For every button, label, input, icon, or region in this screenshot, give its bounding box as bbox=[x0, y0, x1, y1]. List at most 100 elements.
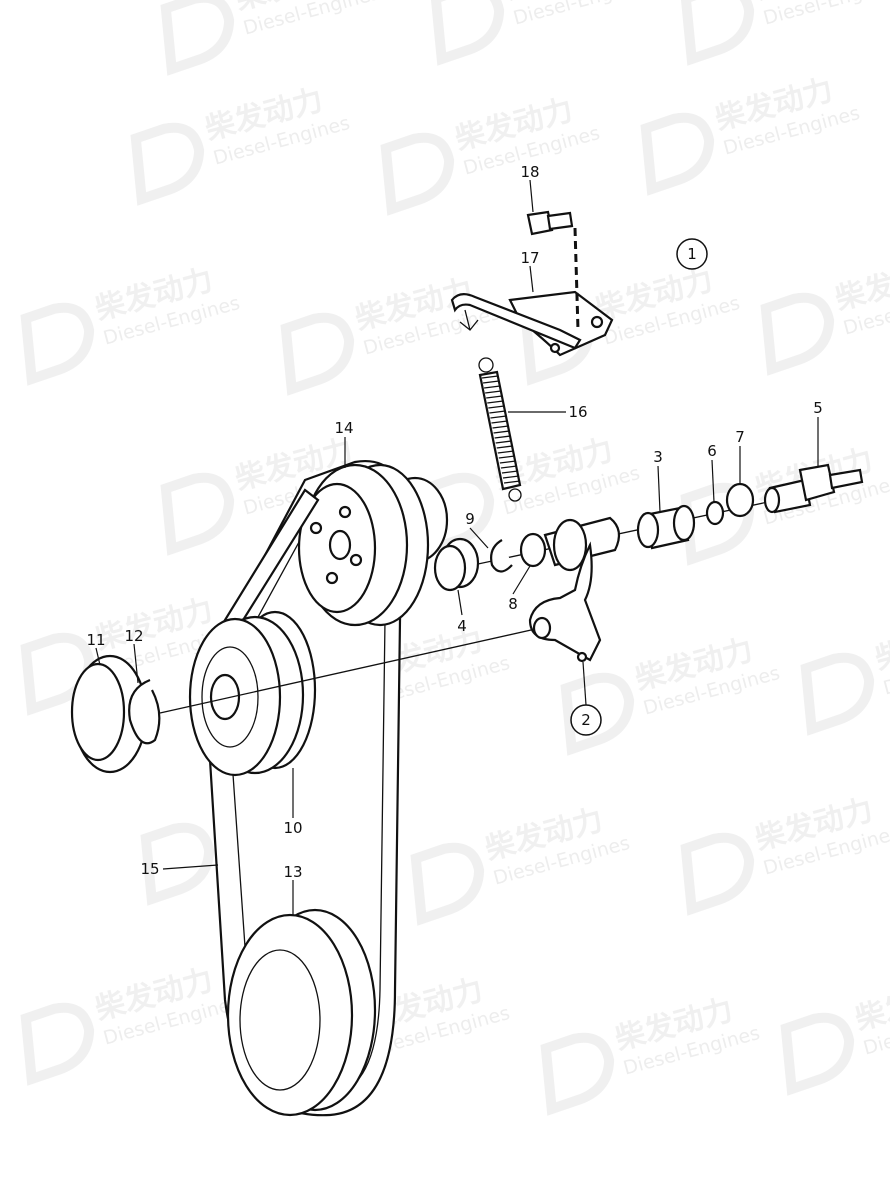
watermark-logo-icon bbox=[280, 312, 355, 396]
axis-line-lower bbox=[159, 627, 541, 714]
spring-coil bbox=[481, 375, 499, 379]
watermark-logo-icon bbox=[420, 472, 495, 556]
ring-7 bbox=[725, 482, 755, 518]
callout-circle-1 bbox=[676, 238, 708, 270]
watermark-cn: 柴发动力 bbox=[852, 973, 890, 1038]
spring-coil bbox=[501, 470, 519, 474]
watermark-logo-icon bbox=[20, 302, 95, 386]
watermark-logo-icon bbox=[160, 0, 235, 76]
watermark-logo-icon bbox=[560, 672, 635, 756]
callout-8: 8 bbox=[508, 595, 518, 613]
callout-6: 6 bbox=[707, 442, 717, 460]
callout-15: 15 bbox=[140, 860, 159, 878]
watermark-logo-icon bbox=[800, 652, 875, 736]
callout-9: 9 bbox=[465, 510, 475, 528]
watermark-logo-icon bbox=[380, 132, 455, 216]
callout-2: 2 bbox=[581, 711, 591, 729]
callout-14: 14 bbox=[334, 419, 353, 437]
leader-lines bbox=[95, 179, 819, 915]
washer-8 bbox=[519, 532, 547, 568]
spring-coil bbox=[492, 425, 509, 429]
spring-coil bbox=[498, 455, 515, 459]
pulley-10 bbox=[188, 610, 317, 777]
spring-coil bbox=[496, 445, 513, 449]
callout-17: 17 bbox=[520, 249, 539, 267]
callout-16: 16 bbox=[568, 403, 587, 421]
spring-coil bbox=[493, 430, 510, 434]
callout-circle-2 bbox=[570, 704, 602, 736]
spring-coil bbox=[497, 450, 514, 454]
washer-6 bbox=[705, 500, 725, 526]
tensioner-arm-2 bbox=[528, 516, 621, 663]
watermark-logo-icon bbox=[680, 0, 755, 66]
callout-4: 4 bbox=[457, 617, 467, 635]
watermark-logo-icon bbox=[140, 822, 215, 906]
callout-11: 11 bbox=[86, 631, 105, 649]
bracket-17 bbox=[450, 290, 614, 357]
spring-coil bbox=[499, 460, 516, 464]
watermark-logo-icon bbox=[760, 292, 835, 376]
watermark-logo-icon bbox=[130, 122, 205, 206]
circlip-12 bbox=[128, 678, 161, 745]
spring-coil bbox=[491, 420, 508, 424]
pivot-bolt-5 bbox=[763, 463, 864, 514]
spring-coil bbox=[487, 400, 504, 404]
spring-coil bbox=[494, 435, 511, 439]
watermark-logo-icon bbox=[410, 842, 485, 926]
sleeve-3 bbox=[636, 504, 696, 550]
spring-coil bbox=[484, 385, 501, 389]
spring-coil bbox=[486, 395, 503, 399]
spring-coil bbox=[489, 410, 506, 414]
circlip-9 bbox=[490, 539, 513, 573]
watermark-cn: 柴发动力 bbox=[872, 613, 890, 678]
watermark-logo-icon bbox=[20, 1002, 95, 1086]
callout-18: 18 bbox=[520, 163, 539, 181]
callout-3: 3 bbox=[653, 448, 663, 466]
callout-1: 1 bbox=[687, 245, 697, 263]
spring-coil bbox=[482, 380, 500, 384]
watermark-logo-icon bbox=[680, 832, 755, 916]
callout-13: 13 bbox=[283, 863, 302, 881]
pulley-14 bbox=[297, 463, 449, 627]
callout-7: 7 bbox=[735, 428, 745, 446]
watermark-logo-icon bbox=[780, 1012, 855, 1096]
spring-16 bbox=[478, 357, 522, 502]
pulley-13 bbox=[226, 908, 377, 1117]
watermark-logo-icon bbox=[20, 632, 95, 716]
watermark-logo-icon bbox=[160, 472, 235, 556]
bushing-4 bbox=[433, 537, 480, 592]
callout-12: 12 bbox=[124, 627, 143, 645]
callout-labels: 1 2 3 4 5 6 7 8 9 10 11 12 13 14 15 16 1… bbox=[86, 163, 822, 881]
spring-coil bbox=[495, 440, 512, 444]
callout-5: 5 bbox=[813, 399, 823, 417]
spring-coil bbox=[485, 390, 502, 394]
spring-coil bbox=[503, 480, 521, 484]
screw-18 bbox=[526, 210, 580, 331]
spring-coil bbox=[500, 465, 517, 469]
spring-coil bbox=[502, 475, 520, 479]
watermark-en: Diesel-Engines bbox=[761, 0, 890, 30]
spring-coil bbox=[490, 415, 507, 419]
spring-coil bbox=[488, 405, 505, 409]
watermark-en: Diesel-Engines bbox=[511, 0, 652, 30]
watermark-logo-icon bbox=[430, 0, 505, 66]
watermark-logo-icon bbox=[540, 1032, 615, 1116]
watermark-logo-icon bbox=[640, 112, 715, 196]
callout-10: 10 bbox=[283, 819, 302, 837]
